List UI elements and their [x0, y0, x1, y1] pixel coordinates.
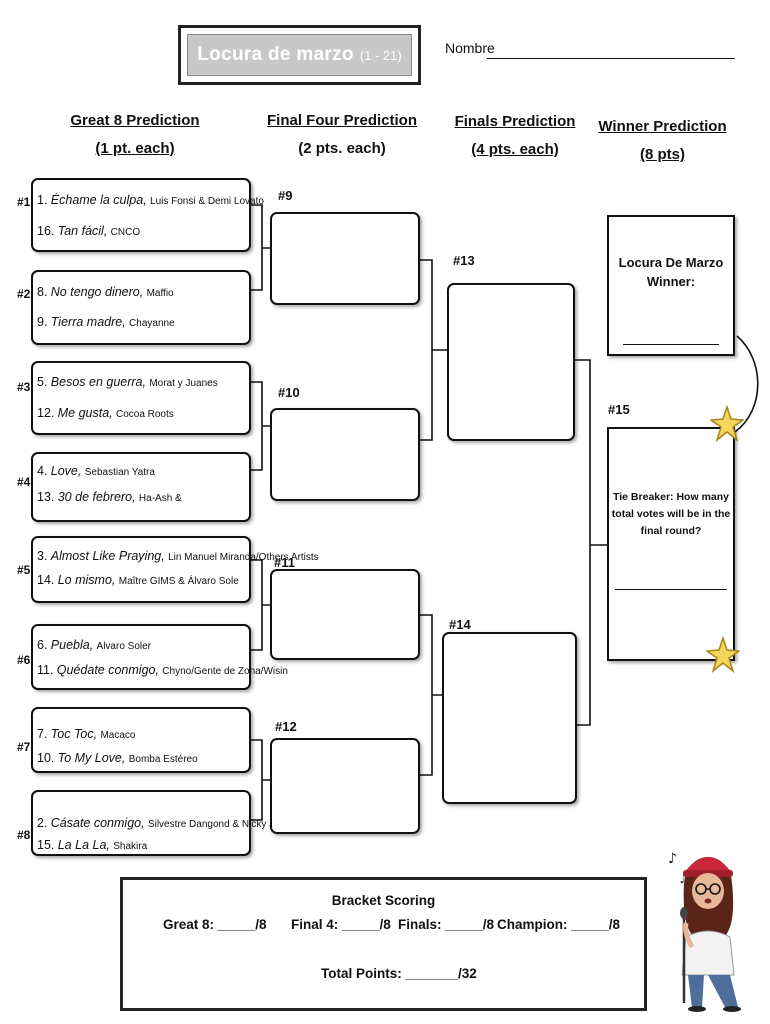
title-banner: Locura de marzo (1 - 21): [178, 25, 421, 85]
scoring-title: Bracket Scoring: [331, 893, 436, 908]
seed-entry: 6. Puebla, Alvaro Soler: [37, 638, 151, 652]
game-label: #12: [275, 719, 297, 734]
seed-entry: 13. 30 de febrero, Ha-Ash &: [37, 490, 182, 504]
game-label: #15: [608, 402, 630, 417]
title-range: (1 - 21): [359, 47, 402, 63]
seed-entry: 2. Cásate conmigo, Silvestre Dangond & N…: [37, 816, 288, 830]
score-champion: Champion: _____/8: [497, 917, 621, 932]
seed-entry: 4. Love, Sebastian Yatra: [37, 464, 155, 478]
score-final4: Final 4: _____/8: [291, 917, 391, 932]
svg-text:♫: ♫: [678, 872, 690, 887]
matchup-7-box[interactable]: 7. Toc Toc, Macaco 10. To My Love, Bomba…: [31, 707, 251, 773]
seed-entry: 10. To My Love, Bomba Estéreo: [37, 751, 198, 765]
matchup-label: #4: [17, 475, 31, 489]
seed-entry: 5. Besos en guerra, Morat y Juanes: [37, 375, 218, 389]
bracket-scoring-box: Bracket Scoring Great 8: _____/8 Final 4…: [120, 877, 647, 1011]
final-four-box-11[interactable]: [270, 569, 420, 660]
winner-title: Locura De Marzo: [618, 255, 724, 270]
matchup-1-box[interactable]: 1. Échame la culpa, Luis Fonsi & Demi Lo…: [31, 178, 264, 252]
star-icon: [706, 636, 740, 674]
game-label: #10: [278, 385, 300, 400]
seed-entry: 9. Tierra madre, Chayanne: [37, 315, 175, 329]
winner-line: [623, 344, 719, 345]
score-total: Total Points: _______/32: [321, 966, 477, 981]
final-four-box-9[interactable]: [270, 212, 420, 305]
tie-breaker-box[interactable]: Tie Breaker: How many total votes will b…: [607, 427, 735, 661]
column-heading-great8: Great 8 Prediction (1 pt. each): [70, 112, 200, 157]
finals-box-13[interactable]: [447, 283, 575, 441]
seed-entry: 15. La La La, Shakira: [37, 838, 148, 852]
title-inner: Locura de marzo (1 - 21): [187, 34, 412, 76]
matchup-3-box[interactable]: 5. Besos en guerra, Morat y Juanes 12. M…: [31, 361, 251, 435]
column-heading-winner: Winner Prediction (8 pts): [598, 118, 727, 163]
matchup-2-box[interactable]: 8. No tengo dinero, Maffio 9. Tierra mad…: [31, 270, 251, 345]
game-label: #14: [449, 617, 471, 632]
matchup-label: #3: [17, 380, 31, 394]
matchup-4-box[interactable]: 4. Love, Sebastian Yatra 13. 30 de febre…: [31, 452, 251, 522]
seed-entry: 16. Tan fácil, CNCO: [37, 224, 141, 238]
winner-box[interactable]: Locura De Marzo Winner:: [607, 215, 735, 356]
score-finals: Finals: _____/8: [398, 917, 495, 932]
seed-entry: 11. Quédate conmigo, Chyno/Gente de Zona…: [37, 663, 288, 677]
name-label: Nombre: [445, 40, 495, 56]
column-heading-final-four: Final Four Prediction (2 pts. each): [266, 112, 417, 157]
tie-breaker-question: Tie Breaker: How many total votes will b…: [611, 491, 731, 537]
matchup-5-box[interactable]: 3. Almost Like Praying, Lin Manuel Miran…: [31, 536, 319, 603]
column-heading-finals: Finals Prediction (4 pts. each): [454, 113, 576, 158]
seed-entry: 14. Lo mismo, Maître GIMS & Álvaro Sole: [37, 573, 239, 587]
matchup-label: #8: [17, 828, 31, 842]
seed-entry: 3. Almost Like Praying, Lin Manuel Miran…: [37, 549, 319, 563]
score-great8: Great 8: _____/8: [163, 917, 267, 932]
singer-avatar-illustration: ♪ ♫: [668, 851, 741, 1012]
game-label: #11: [274, 555, 295, 570]
svg-text:♪: ♪: [668, 851, 677, 867]
matchup-label: #7: [17, 740, 31, 754]
tie-breaker-line: [615, 589, 727, 590]
seed-entry: 8. No tengo dinero, Maffio: [37, 285, 174, 299]
matchup-6-box[interactable]: 6. Puebla, Alvaro Soler 11. Quédate conm…: [31, 624, 288, 690]
name-field[interactable]: [487, 58, 735, 59]
matchup-8-box[interactable]: 2. Cásate conmigo, Silvestre Dangond & N…: [31, 790, 288, 856]
star-icon: [710, 405, 744, 443]
game-label: #13: [453, 253, 475, 268]
game-label: #9: [278, 188, 293, 203]
matchup-label: #5: [17, 563, 31, 577]
seed-entry: 7. Toc Toc, Macaco: [37, 727, 136, 741]
seed-entry: 1. Échame la culpa, Luis Fonsi & Demi Lo…: [37, 193, 264, 207]
seed-entry: 12. Me gusta, Cocoa Roots: [37, 406, 174, 420]
final-four-box-12[interactable]: [270, 738, 420, 834]
matchup-label: #1: [17, 195, 31, 209]
final-four-box-10[interactable]: [270, 408, 420, 501]
page-title: Locura de marzo: [197, 44, 354, 65]
matchup-label: #6: [17, 653, 31, 667]
winner-label: Winner:: [646, 274, 696, 289]
matchup-label: #2: [17, 287, 31, 301]
finals-box-14[interactable]: [442, 632, 577, 804]
